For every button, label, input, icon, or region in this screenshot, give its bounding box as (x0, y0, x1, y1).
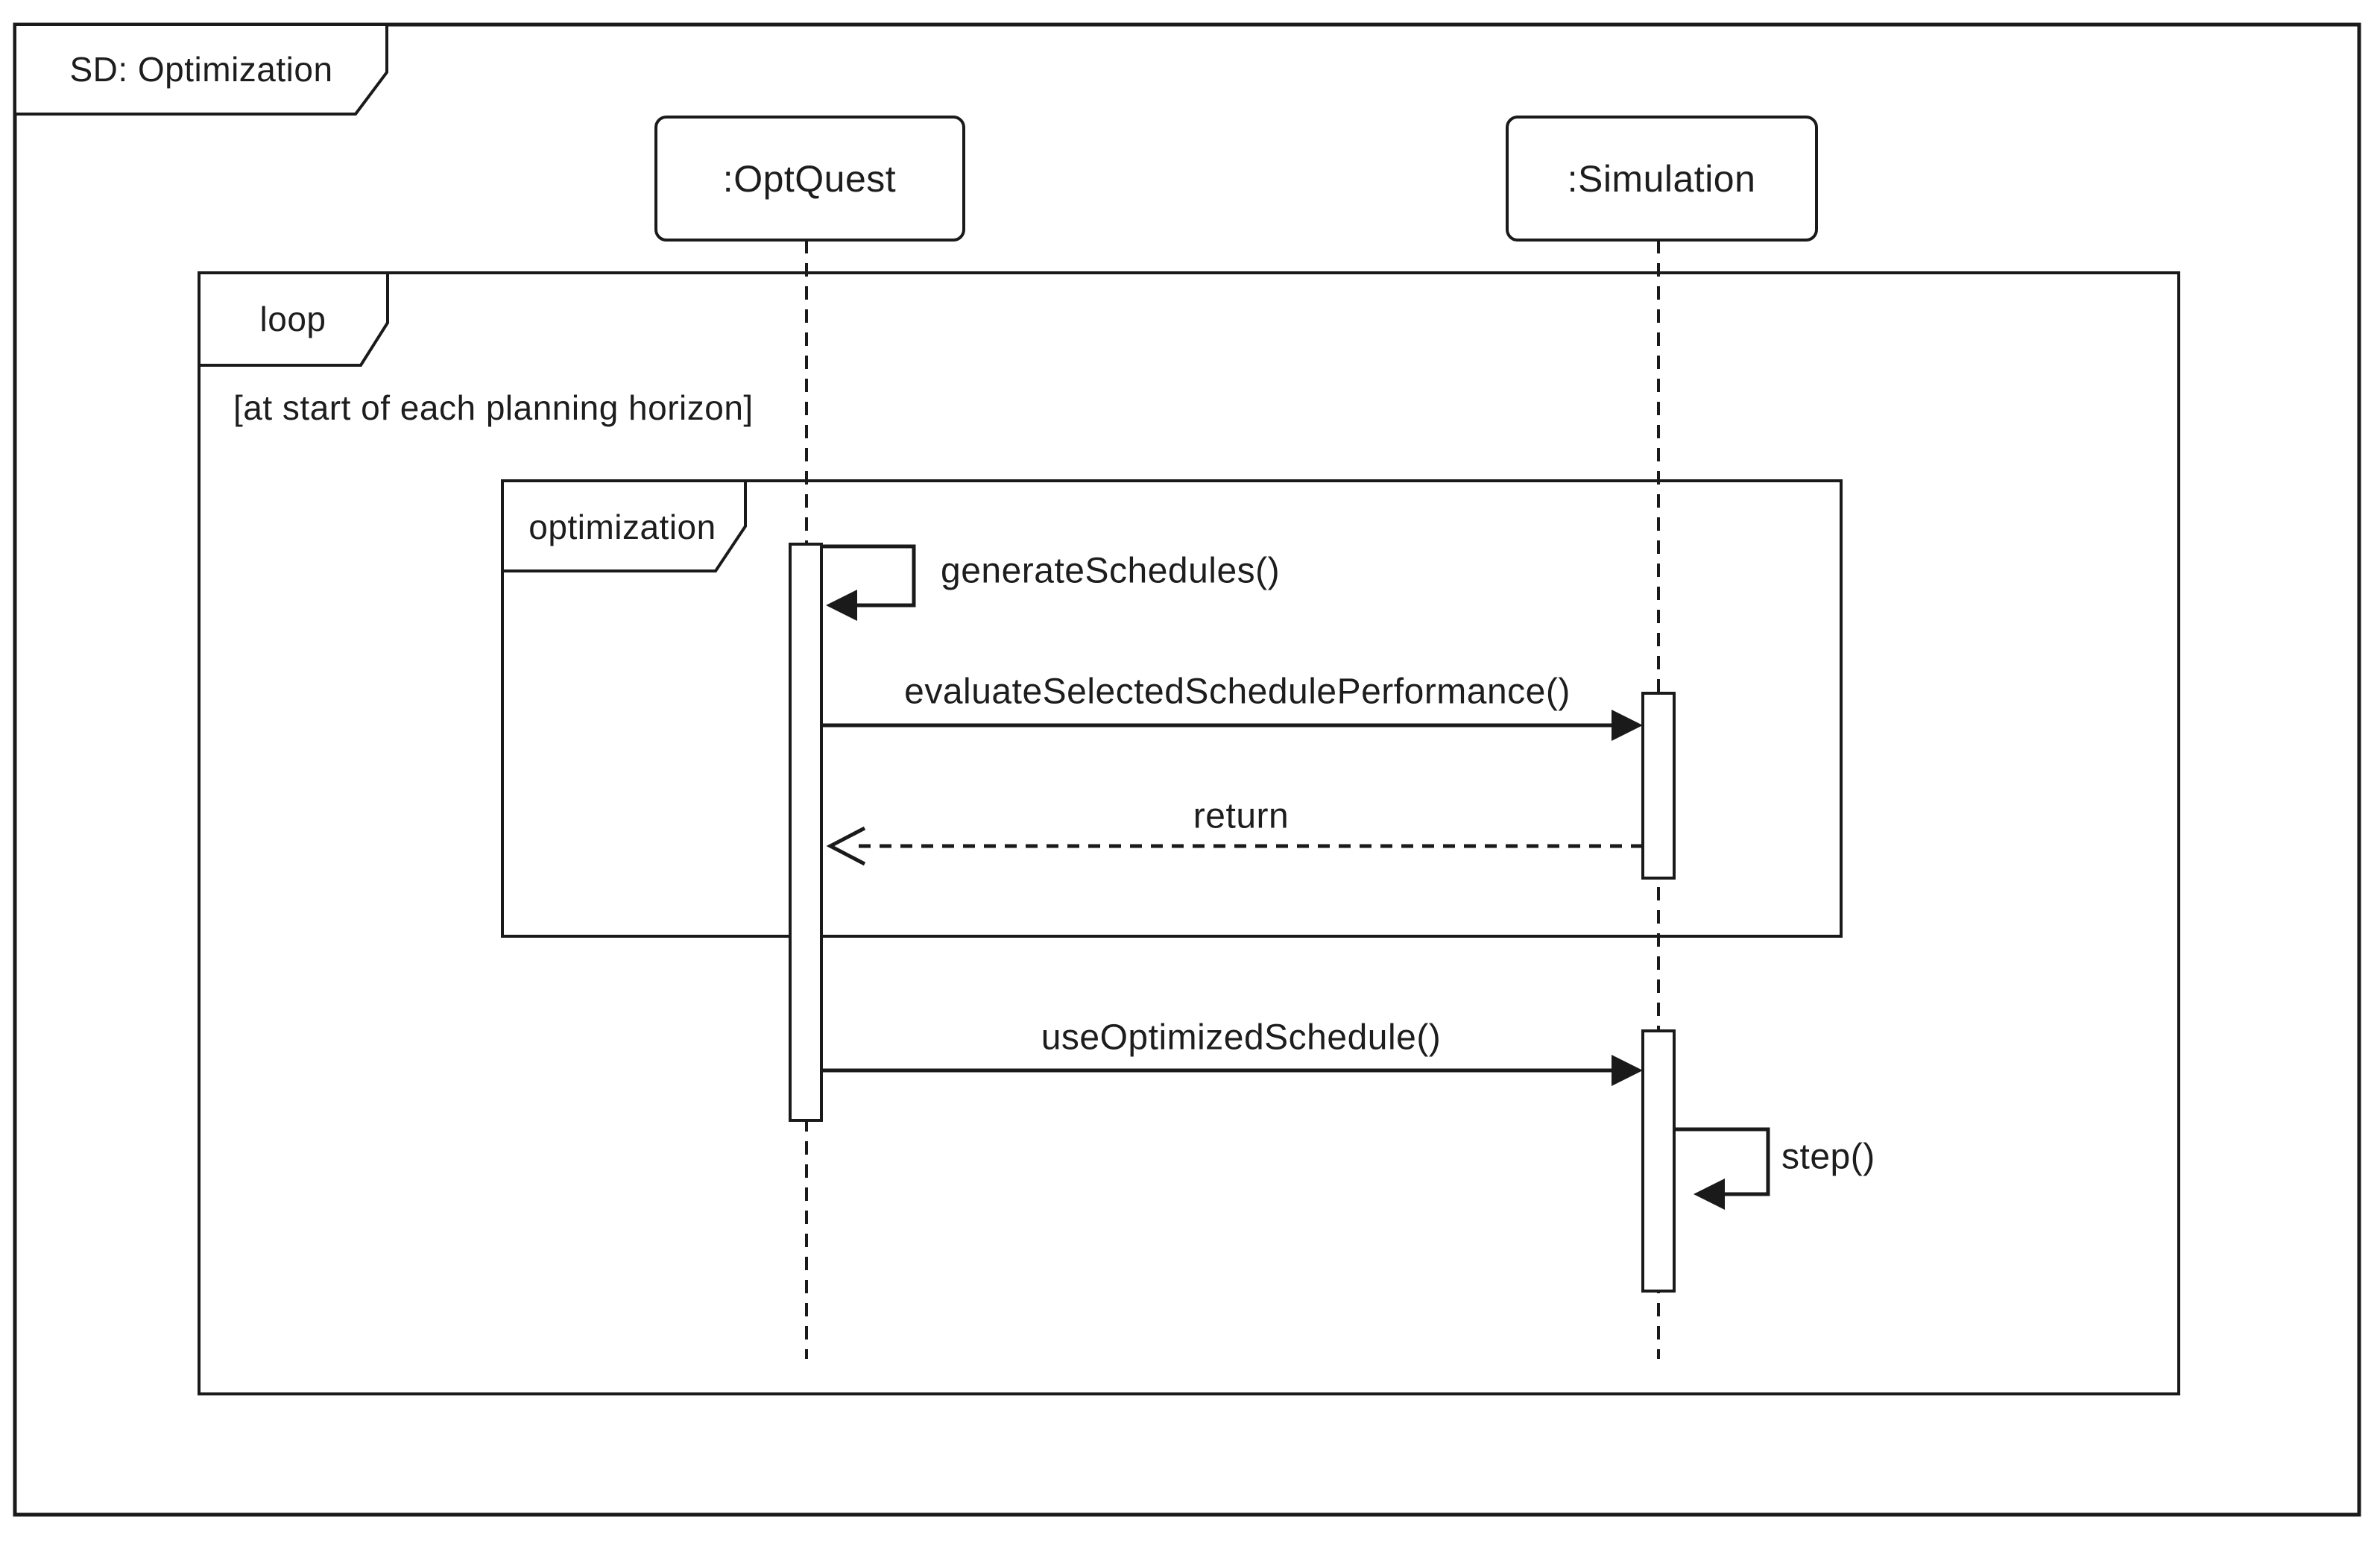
message-label-evaluate: evaluateSelectedSchedulePerformance() (904, 672, 1571, 712)
lifeline-label-simulation: :Simulation (1567, 158, 1756, 200)
lifeline-head-optquest (654, 116, 965, 242)
lifeline-head-simulation (1506, 116, 1818, 242)
message-label-return: return (1193, 796, 1290, 836)
activation-optquest (789, 543, 823, 1122)
optimization-operator-label: optimization (528, 508, 716, 546)
message-line-step (1674, 1127, 1770, 1196)
loop-fragment-border (198, 271, 2180, 1395)
diagram-title: SD: Optimization (69, 50, 333, 89)
arrowhead-generateschedules (826, 590, 857, 621)
arrowhead-useoptimizedschedule (1612, 1055, 1643, 1086)
message-label-generateschedules: generateSchedules() (941, 551, 1281, 591)
message-label-step: step() (1781, 1137, 1875, 1177)
message-label-useoptimizedschedule: useOptimizedSchedule() (1041, 1017, 1442, 1058)
optimization-fragment-tab (501, 479, 747, 572)
lifeline-label-optquest: :OptQuest (722, 158, 897, 200)
optimization-fragment-border (501, 479, 1843, 938)
activation-simulation-2 (1641, 1029, 1676, 1293)
arrowhead-step (1694, 1178, 1725, 1210)
loop-fragment-tab (198, 271, 389, 367)
loop-operator-label: loop (259, 300, 326, 338)
arrowhead-return (826, 826, 866, 866)
activation-simulation-1 (1641, 692, 1676, 880)
diagram-frame (13, 22, 2361, 1517)
diagram-title-tab (13, 23, 388, 116)
message-line-generateschedules (821, 544, 916, 608)
arrowhead-evaluate (1612, 710, 1643, 741)
loop-guard-label: [at start of each planning horizon] (233, 388, 754, 427)
